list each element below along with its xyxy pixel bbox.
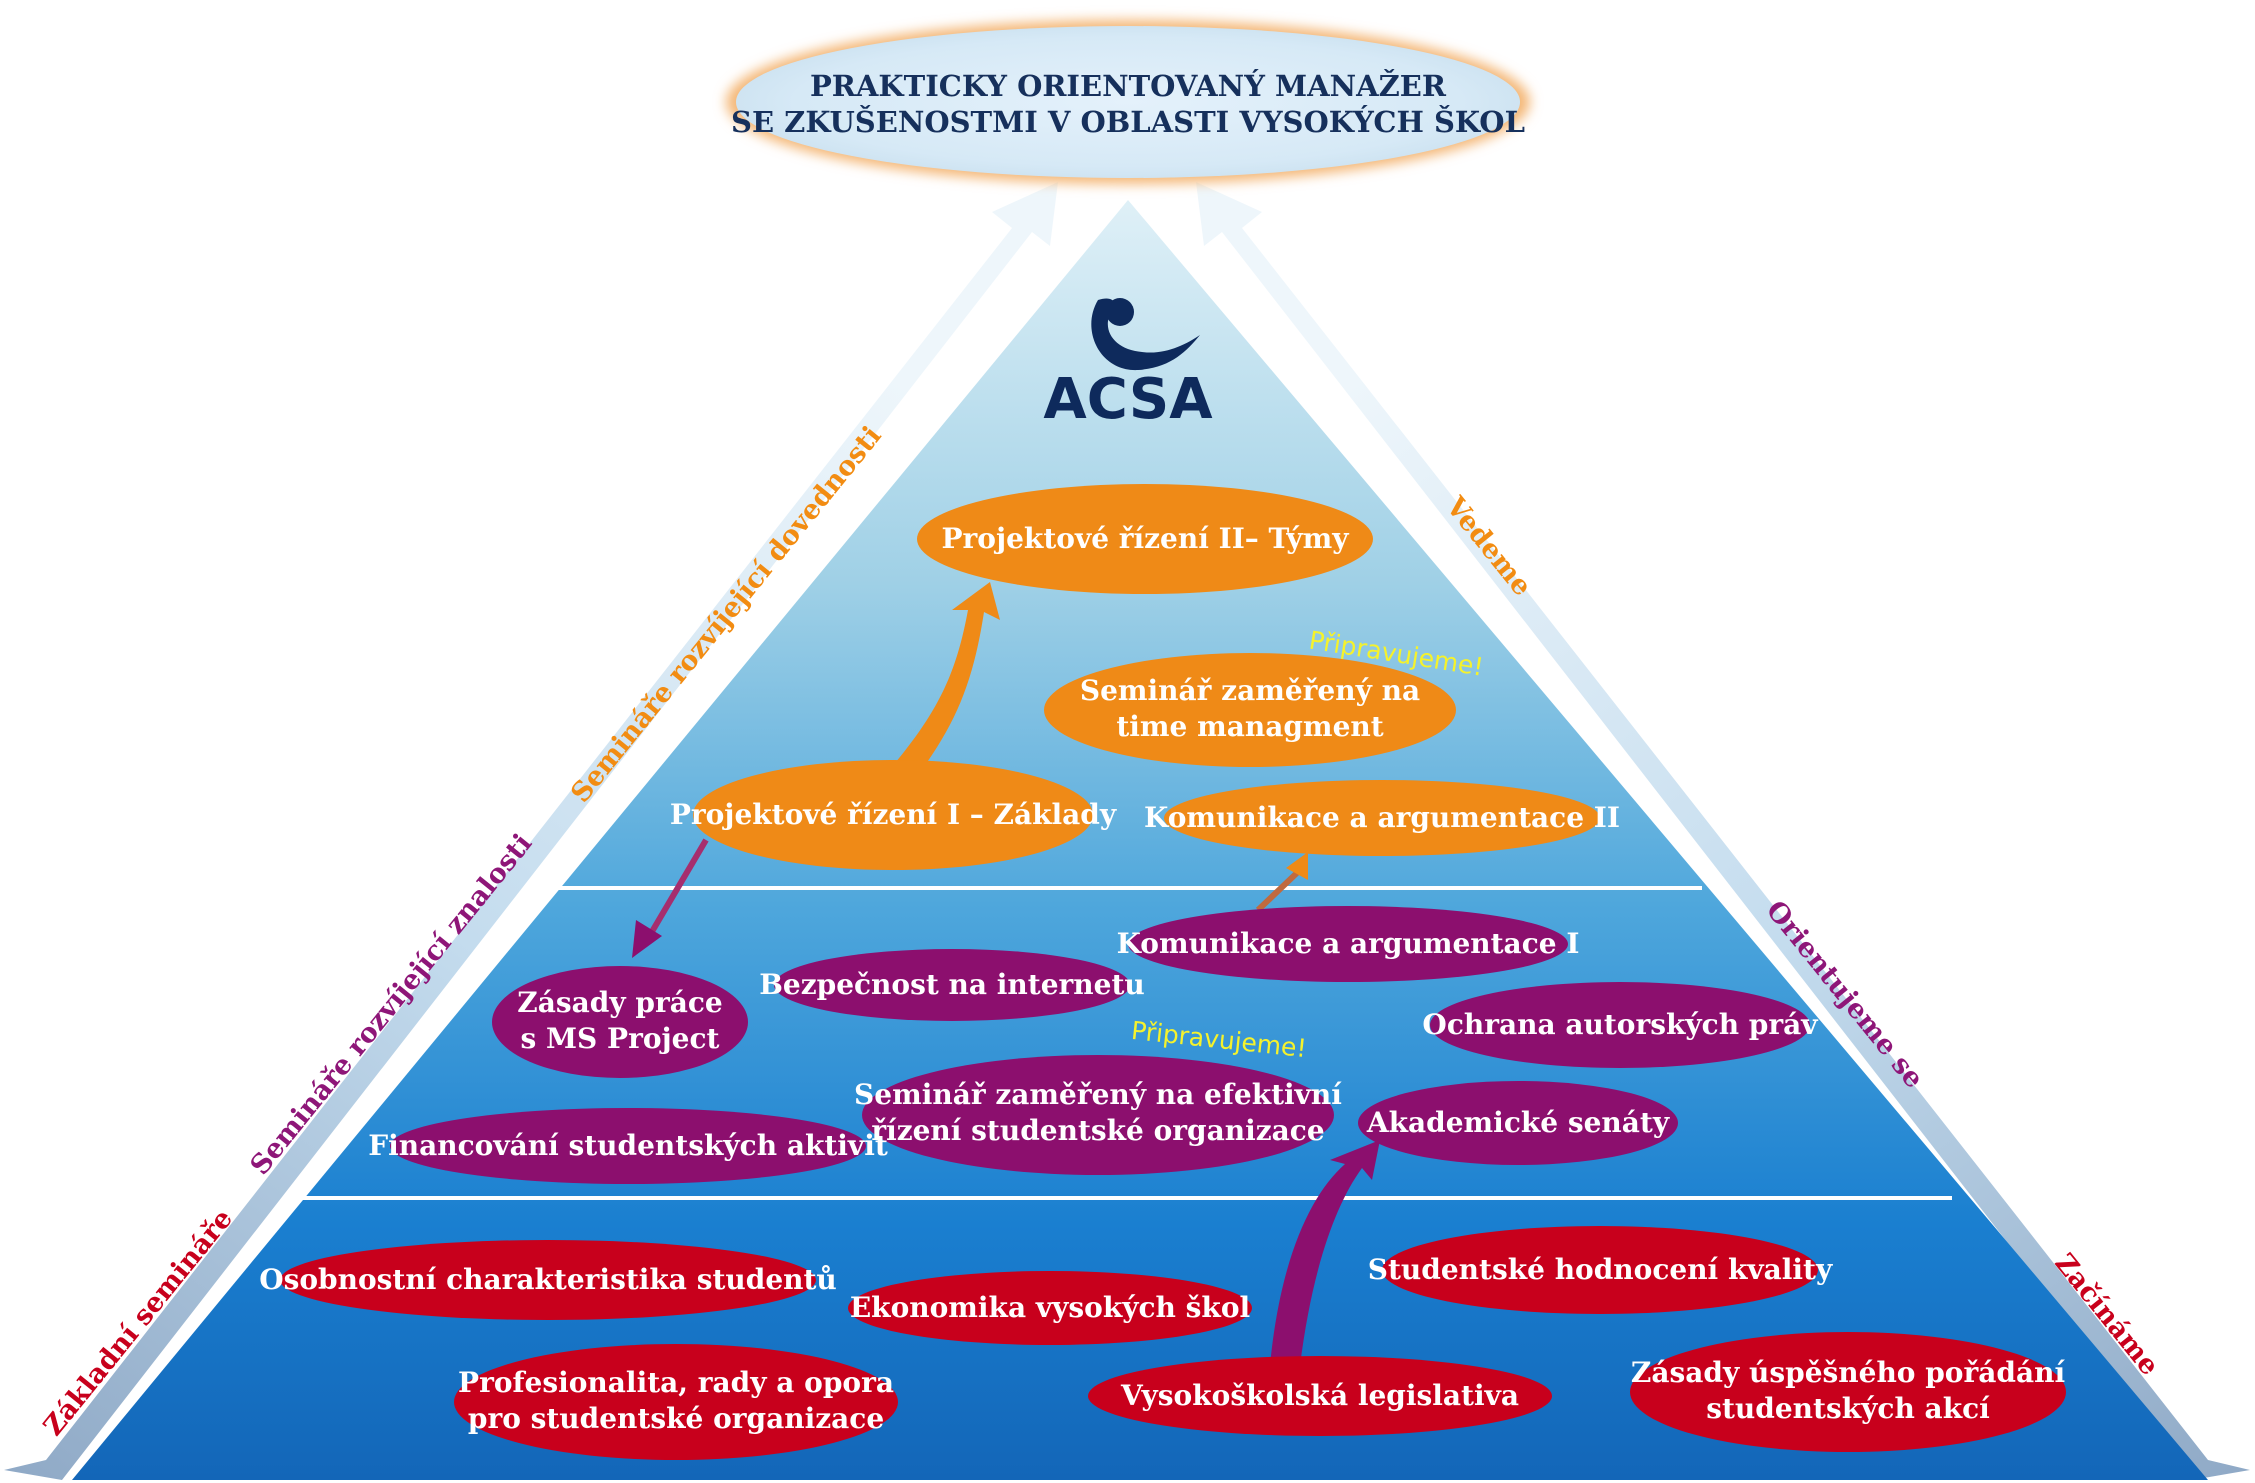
seminar-akce-label-1: Zásady úspěšného pořádání	[1631, 1356, 2066, 1389]
acsa-logo-mark	[1091, 298, 1200, 371]
seminar-msproject[interactable]: Zásady práce s MS Project	[492, 966, 748, 1078]
arrow-pm1-to-msproject	[647, 838, 709, 937]
seminar-komunikace1[interactable]: Komunikace a argumentace I	[1117, 906, 1580, 982]
seminar-time-label-1: Seminář zaměřený na	[1080, 674, 1420, 707]
seminar-komunikace2[interactable]: Komunikace a argumentace II	[1144, 780, 1620, 856]
goal-title-line2: SE ZKUŠENOSTMI V OBLASTI VYSOKÝCH ŠKOL	[731, 104, 1525, 139]
seminar-profesionalita[interactable]: Profesionalita, rady a opora pro student…	[454, 1344, 898, 1460]
seminar-msproject-label-2: s MS Project	[521, 1022, 720, 1055]
seminar-senaty-label: Akademické senáty	[1366, 1106, 1670, 1139]
left-progress-arrow-body	[4, 182, 1058, 1480]
seminar-pm1-label: Projektové řízení I – Základy	[670, 798, 1117, 831]
seminar-pm2-label: Projektové řízení II– Týmy	[942, 522, 1350, 555]
seminar-hodnoceni-kvality[interactable]: Studentské hodnocení kvality	[1368, 1226, 1833, 1314]
acsa-logo: ACSA	[1043, 298, 1213, 432]
right-progress-arrow-body	[1196, 182, 2250, 1480]
seminar-profesionalita-label-2: pro studentské organizace	[468, 1402, 884, 1435]
seminar-msproject-label-1: Zásady práce	[517, 986, 722, 1019]
arrow-legislativa-to-senaty	[1270, 1140, 1380, 1366]
seminar-pm1[interactable]: Projektové řízení I – Základy	[670, 760, 1117, 870]
right-label-lead: Vedeme	[1439, 490, 1538, 602]
seminar-osobnostni-label: Osobnostní charakteristika studentů	[259, 1263, 837, 1296]
seminar-bezpecnost[interactable]: Bezpečnost na internetu	[759, 949, 1145, 1021]
seminar-hodnoceni-label: Studentské hodnocení kvality	[1368, 1253, 1833, 1286]
acsa-logo-text: ACSA	[1043, 367, 1213, 432]
seminar-efektivni-rizeni[interactable]: Seminář zaměřený na efektivní řízení stu…	[854, 1055, 1342, 1175]
arrow-pm1-to-msproject-head	[632, 920, 662, 958]
seminar-legislativa-label: Vysokoškolská legislativa	[1120, 1379, 1519, 1412]
seminar-osobnostni[interactable]: Osobnostní charakteristika studentů	[259, 1240, 837, 1320]
seminar-efektivni-label-2: řízení studentské organizace	[871, 1114, 1324, 1147]
seminar-studentske-akce[interactable]: Zásady úspěšného pořádání studentských a…	[1630, 1332, 2066, 1452]
seminar-time-management[interactable]: Seminář zaměřený na time managment	[1044, 653, 1456, 767]
seminar-komunikace2-label: Komunikace a argumentace II	[1144, 801, 1620, 834]
seminar-efektivni-label-1: Seminář zaměřený na efektivní	[854, 1078, 1342, 1111]
seminar-financovani[interactable]: Financování studentských aktivit	[368, 1108, 888, 1184]
seminar-pm2[interactable]: Projektové řízení II– Týmy	[917, 484, 1373, 594]
seminar-ekonomika-label: Ekonomika vysokých škol	[850, 1291, 1250, 1324]
arrow-pm1-to-pm2	[870, 582, 1000, 800]
seminar-ekonomika[interactable]: Ekonomika vysokých škol	[848, 1271, 1252, 1345]
goal-title-line1: PRAKTICKY ORIENTOVANÝ MANAŽER	[810, 68, 1447, 103]
seminar-bezpecnost-label: Bezpečnost na internetu	[759, 968, 1145, 1001]
seminar-profesionalita-label-1: Profesionalita, rady a opora	[458, 1366, 894, 1399]
seminar-autorska-prava[interactable]: Ochrana autorských práv	[1422, 982, 1818, 1068]
seminar-komunikace1-label: Komunikace a argumentace I	[1117, 927, 1580, 960]
seminar-legislativa[interactable]: Vysokoškolská legislativa	[1088, 1356, 1552, 1436]
acsa-logo-dot	[1106, 298, 1134, 326]
goal-ellipse	[736, 26, 1520, 178]
seminar-akce-label-2: studentských akcí	[1706, 1392, 1990, 1425]
seminar-autorska-label: Ochrana autorských práv	[1422, 1008, 1818, 1041]
seminar-financovani-label: Financování studentských aktivit	[368, 1129, 888, 1162]
arrow-kom1-to-kom2-head	[1286, 852, 1308, 880]
arrow-kom1-to-kom2	[1255, 867, 1303, 913]
seminar-akademicke-senaty[interactable]: Akademické senáty	[1358, 1081, 1678, 1165]
seminar-time-label-2: time managment	[1116, 710, 1383, 743]
